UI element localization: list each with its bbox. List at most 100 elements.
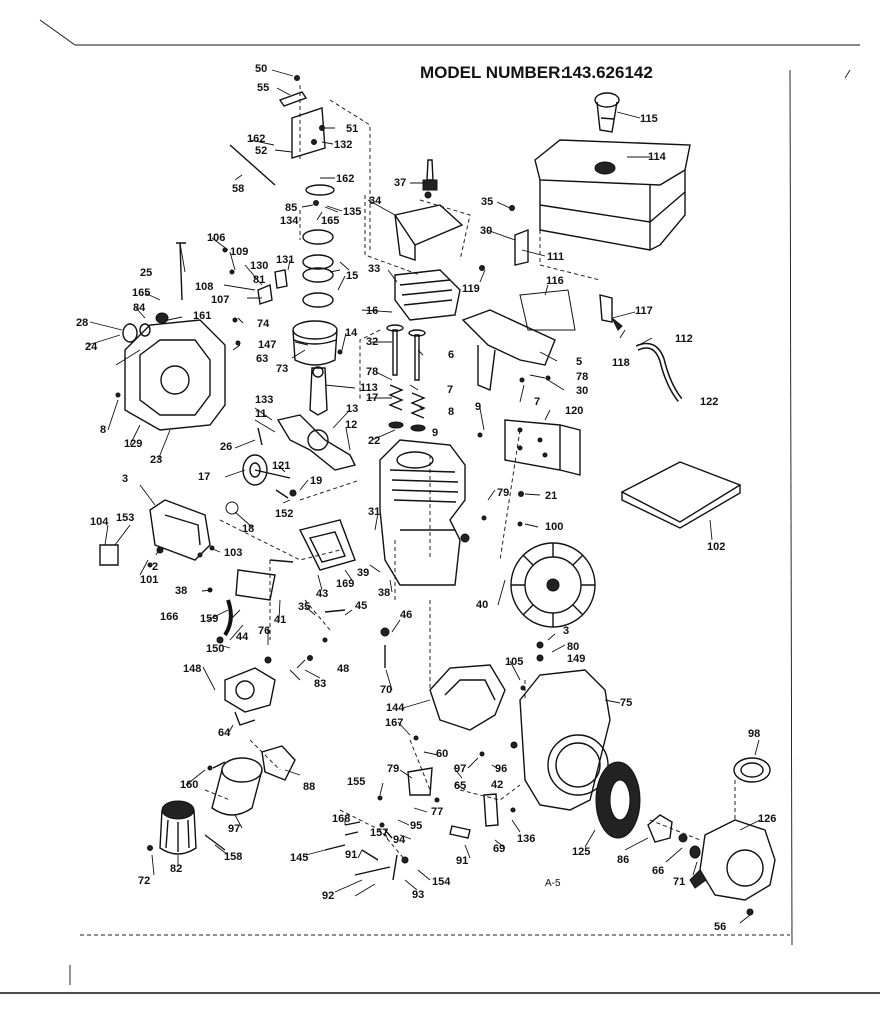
- connecting-rod: [309, 366, 328, 416]
- hardware-fasteners: [115, 75, 754, 916]
- dipstick-tube: [176, 242, 186, 301]
- callout-79b: 96: [495, 763, 507, 775]
- callout-50: 50: [255, 63, 267, 75]
- callout-63: 147: [258, 339, 276, 351]
- callout-97: 155: [347, 776, 365, 788]
- callout-8b: 8: [448, 406, 454, 418]
- callout-112: 5: [576, 356, 582, 368]
- air-baffle: [429, 664, 506, 731]
- callout-157: 97: [228, 823, 240, 835]
- callout-162b: 162: [336, 173, 354, 185]
- callout-106: 106: [207, 232, 225, 244]
- sheet-id: A-5: [545, 878, 561, 889]
- callout-70: 75: [620, 697, 632, 709]
- fuel-valve: [599, 294, 623, 331]
- callout-111: 111: [547, 251, 564, 263]
- crankcase-cover: [124, 319, 226, 431]
- callout-158: 82: [170, 863, 182, 875]
- callout-135: 135: [343, 206, 361, 218]
- callout-93: 154: [432, 876, 451, 888]
- callout-75: 83: [314, 678, 326, 690]
- callout-133: 8: [100, 424, 106, 436]
- callout-24: 24: [85, 341, 98, 353]
- nut-71: [678, 833, 688, 843]
- callout-92: 93: [412, 889, 424, 901]
- bracket-152: [99, 544, 119, 566]
- callout-43: 38: [175, 585, 187, 597]
- callout-144: 70: [380, 684, 392, 696]
- callout-46: 48: [337, 663, 349, 675]
- callout-18: 152: [275, 508, 293, 520]
- starter-cup: [733, 757, 771, 783]
- carburetor: [224, 667, 276, 726]
- callout-148: 105: [505, 656, 523, 668]
- callout-145: 158: [224, 851, 242, 863]
- callout-48: 76: [258, 625, 270, 637]
- callout-37: 37: [394, 177, 406, 189]
- callout-152: 153: [116, 512, 134, 524]
- callout-121: 120: [565, 405, 583, 417]
- callout-102: 101: [140, 574, 158, 586]
- callout-149: 80: [567, 641, 579, 653]
- callout-leaders: [87, 69, 761, 924]
- callout-66: 91: [456, 855, 468, 867]
- tank-bracket: [461, 289, 576, 392]
- breather-assembly: [149, 499, 211, 561]
- callout-150: 149: [567, 653, 585, 665]
- callout-17b: 19: [310, 475, 322, 487]
- callout-51: 51: [346, 123, 358, 135]
- callout-73: 63: [256, 353, 268, 365]
- intake-gaskets: [298, 519, 356, 571]
- callout-131: 131: [276, 254, 294, 266]
- callout-125: 69: [493, 843, 505, 855]
- callout-35b: 3: [563, 625, 569, 637]
- callout-159: 166: [160, 611, 178, 623]
- callout-38b: 41: [274, 614, 286, 626]
- callout-80: 45: [355, 600, 367, 612]
- callout-95: 168: [332, 813, 350, 825]
- callout-40: 43: [316, 588, 328, 600]
- callout-96: 97: [454, 763, 466, 775]
- callout-38: 39: [357, 567, 369, 579]
- callout-28: 28: [76, 317, 88, 329]
- callout-91b: 91: [345, 849, 357, 861]
- callout-69: 136: [517, 833, 535, 845]
- fuel-pipe: [223, 599, 233, 637]
- callout-19: 121: [272, 460, 290, 472]
- callout-100: 18: [242, 523, 254, 535]
- callout-25: 25: [140, 267, 152, 279]
- callout-165: 165: [321, 215, 339, 227]
- callout-52: 52: [255, 145, 267, 157]
- callout-153: 104: [90, 516, 109, 528]
- callout-72: 71: [673, 876, 685, 888]
- callout-108: 108: [195, 281, 213, 293]
- callout-84: 84: [133, 302, 146, 314]
- callout-45: 35: [298, 601, 310, 613]
- callout-11: 13: [346, 403, 358, 415]
- callout-79: 21: [545, 490, 557, 502]
- callout-30: 30: [480, 225, 492, 237]
- callout-8: 17: [366, 392, 378, 404]
- callout-165b: 165: [132, 287, 150, 299]
- callout-41: 44: [236, 631, 249, 643]
- callout-136: 94: [393, 834, 406, 846]
- assembly-guide-lines: [204, 85, 736, 861]
- callout-16: 14: [345, 327, 358, 339]
- callout-9b: 9: [432, 427, 438, 439]
- callout-22: 26: [220, 441, 232, 453]
- callout-42: 79: [387, 763, 399, 775]
- callout-33: 33: [368, 263, 380, 275]
- callout-64: 144: [386, 702, 405, 714]
- callout-71: 66: [652, 865, 664, 877]
- callout-82: 86: [617, 854, 629, 866]
- callout-3: 79: [497, 487, 509, 499]
- callout-78: 118: [612, 357, 630, 369]
- piston: [292, 320, 338, 366]
- callout-91: 145: [290, 852, 308, 864]
- callout-162: 162: [247, 133, 265, 145]
- callout-12: 11: [255, 408, 267, 420]
- callout-130: 130: [250, 260, 268, 272]
- callout-167: 64: [218, 727, 231, 739]
- callout-74: 74: [257, 318, 270, 330]
